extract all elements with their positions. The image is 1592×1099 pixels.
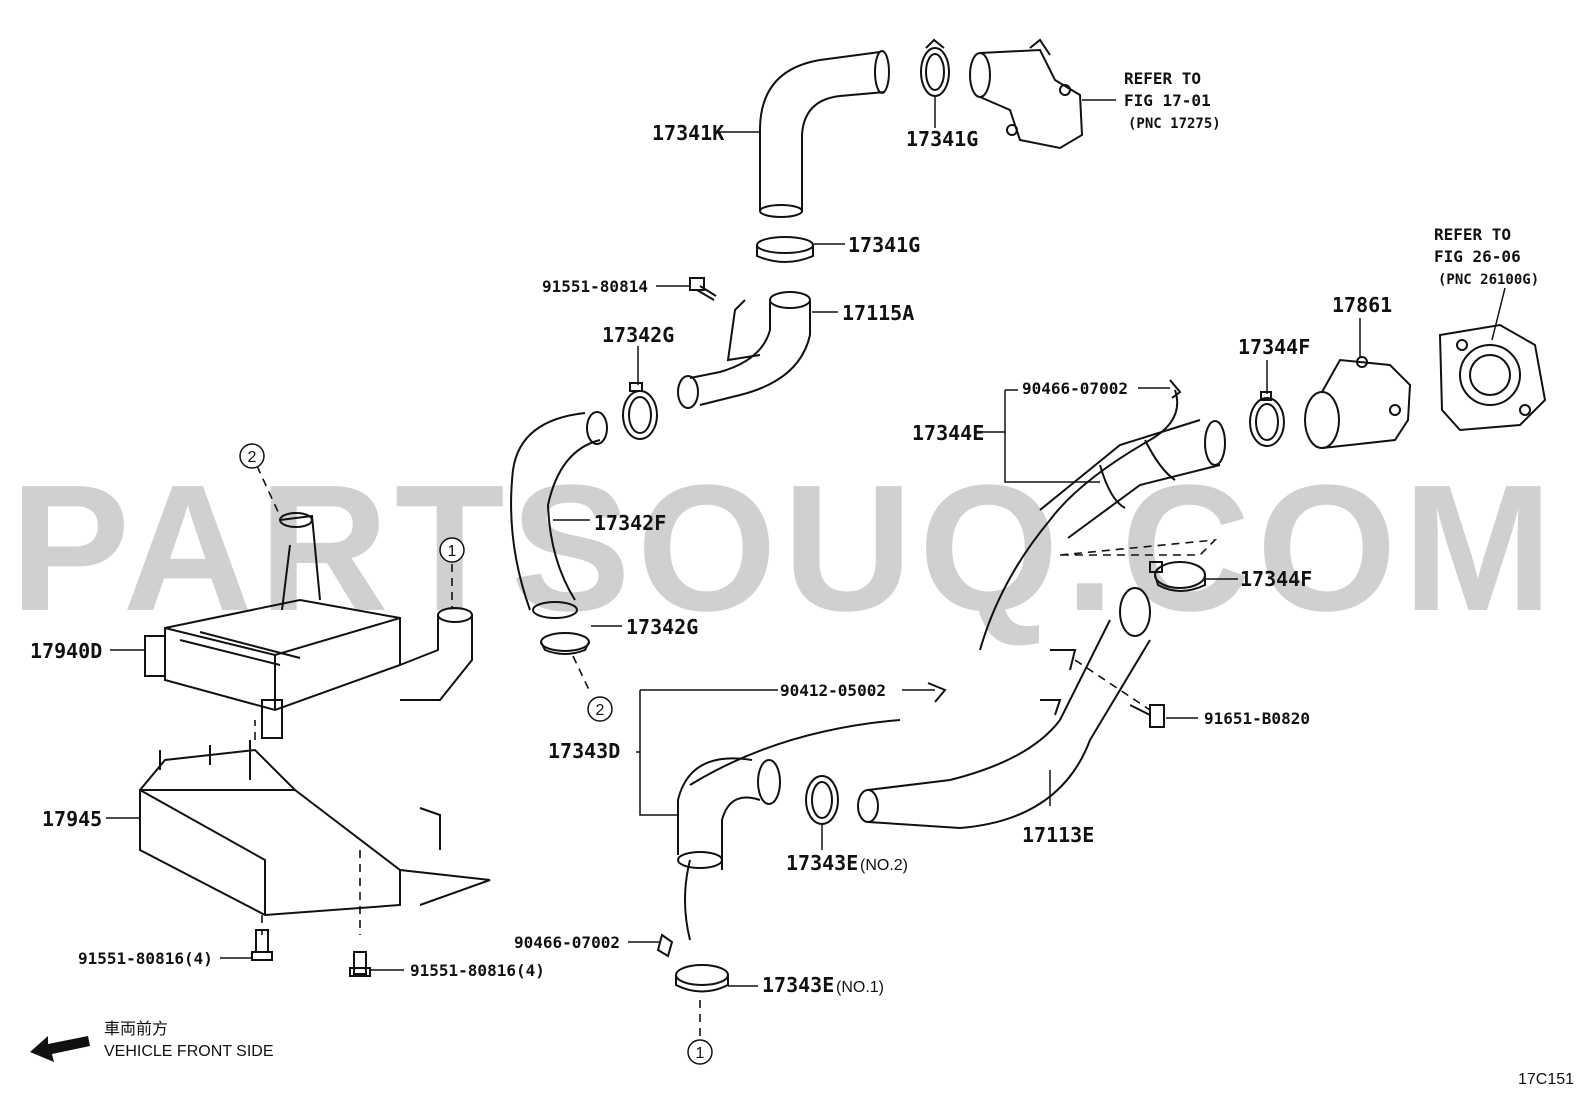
figure-code: 17C151 <box>1518 1071 1574 1088</box>
label-17945: 17945 <box>42 807 102 831</box>
clamp-17344F-top <box>1249 391 1285 447</box>
label-17341K: 17341K <box>652 121 724 145</box>
refer1-line1: REFER TO <box>1124 69 1201 88</box>
label-17342G-bot: 17342G <box>626 615 698 639</box>
clamp-17343E-no1 <box>675 964 729 993</box>
intercooler-17940D <box>144 512 473 739</box>
label-17341G-top: 17341G <box>906 127 978 151</box>
ref-circle-2-mid: 2 <box>587 696 613 722</box>
svg-text:1: 1 <box>696 1045 705 1062</box>
clamp-17344F-bot <box>1149 561 1206 592</box>
watermark: PARTSOUQ.COM <box>10 448 1559 649</box>
label-17342G-top: 17342G <box>602 323 674 347</box>
label-17343E-no1: 17343E <box>762 973 834 997</box>
refer2-line1: REFER TO <box>1434 225 1511 244</box>
bolt-91551-80816-a <box>251 929 273 961</box>
vehicle-front-arrow-icon <box>30 1036 90 1062</box>
label-17113E: 17113E <box>1022 823 1094 847</box>
svg-text:2: 2 <box>248 449 257 466</box>
label-91651-B0820: 91651-B0820 <box>1204 709 1310 728</box>
label-17342F: 17342F <box>594 511 666 535</box>
clamp-17342G-bot <box>540 632 590 655</box>
front-note-jp: 車両前方 <box>104 1020 168 1038</box>
label-no2: (NO.2) <box>860 857 908 874</box>
label-17341G-mid: 17341G <box>848 233 920 257</box>
refer1-line3: (PNC 17275) <box>1128 116 1221 132</box>
clamp-17341G-mid <box>756 236 814 263</box>
label-17115A: 17115A <box>842 301 914 325</box>
label-90412-05002: 90412-05002 <box>780 681 886 700</box>
refer2-line2: FIG 26-06 <box>1434 247 1521 266</box>
svg-text:2: 2 <box>596 702 605 719</box>
label-no1: (NO.1) <box>836 979 884 996</box>
ref-circle-2-top: 2 <box>239 443 265 469</box>
front-note-en: VEHICLE FRONT SIDE <box>104 1043 274 1060</box>
bolt-91651-B0820 <box>1129 704 1165 728</box>
outlet-17275 <box>969 38 1084 150</box>
throttle-body-26100G <box>1438 323 1547 432</box>
clamp-17343E-no2 <box>805 775 839 825</box>
pipe-17113E <box>857 587 1151 830</box>
ref-circle-1-bot: 1 <box>687 1039 713 1065</box>
label-90466-07002-top: 90466-07002 <box>1022 379 1128 398</box>
refer2-line3: (PNC 26100G) <box>1438 272 1539 288</box>
pipe-17115A <box>677 291 811 409</box>
label-17344F-bot: 17344F <box>1240 567 1312 591</box>
label-17344E: 17344E <box>912 421 984 445</box>
label-17344F-top: 17344F <box>1238 335 1310 359</box>
bracket-17945 <box>139 740 491 917</box>
hose-17343D <box>677 719 901 941</box>
label-91551-80816-b: 91551-80816(4) <box>410 961 545 980</box>
label-17343E-no2: 17343E <box>786 851 858 875</box>
label-17861: 17861 <box>1332 293 1392 317</box>
refer1-line2: FIG 17-01 <box>1124 91 1211 110</box>
bolt-91551-80814 <box>689 277 717 301</box>
clamp-17342G-top <box>622 382 658 440</box>
label-90466-07002-bot: 90466-07002 <box>514 933 620 952</box>
label-91551-80816-a: 91551-80816(4) <box>78 949 213 968</box>
ref-circle-1-top: 1 <box>439 537 465 563</box>
hose-17342F <box>510 411 608 619</box>
bolt-91551-80816-b <box>349 951 371 977</box>
label-17343D: 17343D <box>548 739 620 763</box>
hose-17344E <box>979 389 1226 651</box>
label-17940D: 17940D <box>30 639 102 663</box>
clip-90466-07002-bot <box>656 933 674 958</box>
clamp-17341G-top <box>920 38 950 97</box>
svg-text:1: 1 <box>448 543 457 560</box>
hose-17341K <box>759 50 890 218</box>
label-91551-80814: 91551-80814 <box>542 277 648 296</box>
throttle-body-17861 <box>1304 356 1412 449</box>
